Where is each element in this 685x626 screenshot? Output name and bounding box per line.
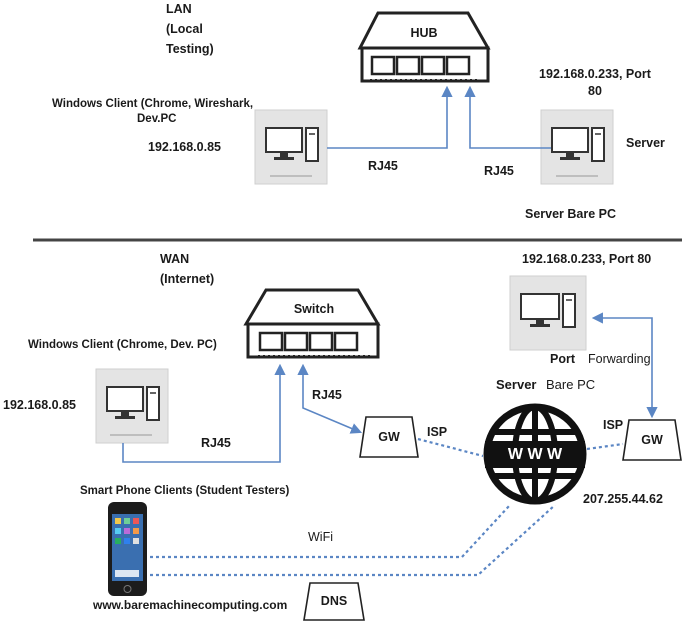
- hub-device: [357, 11, 491, 83]
- phone-clients-label: Smart Phone Clients (Student Testers): [80, 485, 290, 497]
- gw-internet-link-right: [586, 442, 624, 451]
- website-label: www.baremachinecomputing.com: [93, 598, 288, 612]
- wan-server-ip: 192.168.0.233, Port 80: [522, 252, 652, 266]
- lan-client-hub-link: [327, 85, 453, 149]
- www-label: W W W: [507, 446, 563, 463]
- lan-server-hub-link: [464, 85, 551, 149]
- wan-subtitle: (Internet): [160, 272, 215, 286]
- wifi-link-2: [150, 504, 556, 577]
- switch-ports: [258, 331, 370, 357]
- lan-subtitle-line2: Testing): [166, 42, 214, 56]
- lan-subtitle-line1: (Local: [166, 22, 203, 36]
- isp-left-label: ISP: [427, 425, 448, 439]
- wan-server-pc-icon: [509, 275, 587, 351]
- wan-server-bare-pc-label-1: Server: [496, 377, 537, 392]
- lan-client-link-label: RJ45: [368, 159, 398, 173]
- gw-right-device: [622, 419, 682, 461]
- lan-client-ip: 192.168.0.85: [148, 140, 221, 154]
- hub-label: HUB: [410, 26, 438, 40]
- wan-server-bare-pc-label-2: Bare PC: [546, 377, 596, 392]
- public-ip-label: 207.255.44.62: [583, 492, 663, 506]
- lan-client-label-line1: Windows Client (Chrome, Wireshark,: [52, 98, 254, 110]
- wan-title: WAN: [160, 252, 190, 266]
- lan-server-link-label: RJ45: [484, 164, 514, 178]
- lan-server-label: Server: [626, 136, 665, 150]
- client-switch-link-label: RJ45: [201, 436, 231, 450]
- port-forwarding-link: [591, 312, 658, 419]
- lan-server-bare-pc-label: Server Bare PC: [525, 207, 617, 221]
- lan-client-label-line2: Dev.PC: [137, 113, 177, 125]
- dns-device: [303, 582, 365, 621]
- wan-client-label: Windows Client (Chrome, Dev. PC): [28, 339, 217, 351]
- lan-server-ip-line1: 192.168.0.233, Port: [539, 67, 651, 81]
- switch-gw-link-label: RJ45: [312, 388, 342, 402]
- dns-label: DNS: [320, 594, 348, 608]
- port-forwarding-label-line2: Forwarding: [588, 352, 651, 366]
- gw-left-device: [359, 416, 419, 458]
- wan-client-switch-link: [122, 363, 286, 463]
- wifi-label: WiFi: [308, 530, 333, 544]
- switch-label: Switch: [293, 302, 335, 316]
- wifi-link-1: [150, 504, 511, 559]
- lan-server-ip-line2: 80: [588, 84, 602, 98]
- switch-device: [243, 288, 381, 359]
- hub-ports: [370, 55, 480, 81]
- www-globe-icon: [483, 403, 587, 505]
- wan-client-pc-icon: [95, 368, 169, 444]
- port-forwarding-label-line1: Port: [550, 352, 575, 366]
- lan-title: LAN: [166, 2, 192, 16]
- gw-right-label: GW: [641, 433, 663, 447]
- wan-client-ip: 192.168.0.85: [3, 398, 76, 412]
- switch-gw-link: [297, 363, 363, 434]
- isp-right-label: ISP: [603, 418, 624, 432]
- smartphone-icon: [108, 502, 147, 596]
- lan-server-pc-icon: [540, 109, 614, 185]
- gw-left-label: GW: [378, 430, 400, 444]
- lan-client-pc-icon: [254, 109, 328, 185]
- gw-internet-link-left: [417, 437, 484, 458]
